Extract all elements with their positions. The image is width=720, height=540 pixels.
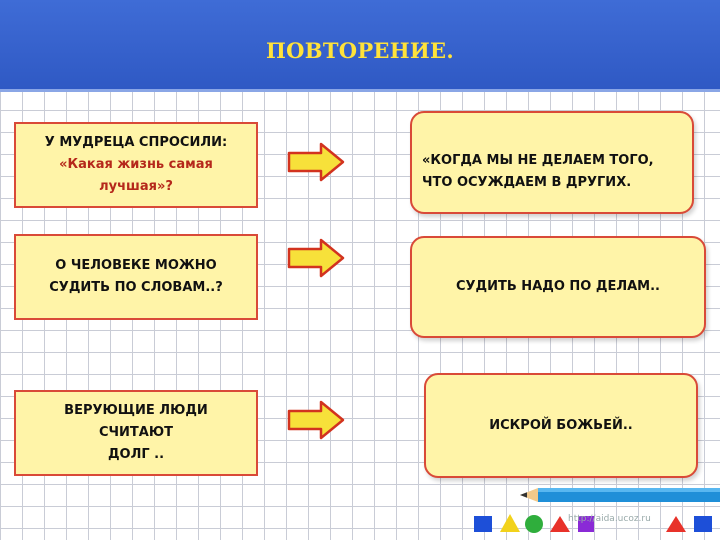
question-2-line-2: СУДИТЬ ПО СЛОВАМ..?	[49, 280, 223, 295]
question-3-line-1: ВЕРУЮЩИЕ ЛЮДИ СЧИТАЮТ	[64, 403, 208, 440]
question-1-line-3: лучшая»?	[99, 179, 173, 194]
page-title: ПОВТОРЕНИЕ.	[266, 38, 454, 63]
geometric-shapes-icon	[474, 514, 712, 533]
answer-box-2: СУДИТЬ НАДО ПО ДЕЛАМ..	[410, 236, 706, 338]
answer-box-1: «КОГДА МЫ НЕ ДЕЛАЕМ ТОГО, ЧТО ОСУЖДАЕМ В…	[410, 111, 694, 214]
question-box-1: У МУДРЕЦА СПРОСИЛИ: «Какая жизнь самая л…	[14, 122, 258, 208]
pencil-icon	[520, 488, 720, 502]
question-2-line-1: О ЧЕЛОВЕКЕ МОЖНО	[55, 258, 217, 273]
answer-2-line-1: СУДИТЬ НАДО ПО ДЕЛАМ..	[455, 279, 660, 294]
answer-box-3: ИСКРОЙ БОЖЬЕЙ..	[424, 373, 698, 478]
header-banner	[0, 0, 720, 92]
answer-3-line-1: ИСКРОЙ БОЖЬЕЙ..	[489, 417, 633, 433]
arrow-right-icon-3	[287, 400, 345, 440]
question-1-line-1: У МУДРЕЦА СПРОСИЛИ:	[44, 135, 228, 150]
question-1-line-2: «Какая жизнь самая	[59, 157, 213, 172]
watermark-text: http://aida.ucoz.ru	[568, 514, 651, 524]
answer-1-line-2: ЧТО ОСУЖДАЕМ В ДРУГИХ.	[422, 174, 632, 190]
arrow-right-icon-2	[287, 238, 345, 278]
answer-1-line-1: «КОГДА МЫ НЕ ДЕЛАЕМ ТОГО,	[422, 152, 654, 168]
question-box-2: О ЧЕЛОВЕКЕ МОЖНО СУДИТЬ ПО СЛОВАМ..?	[14, 234, 258, 320]
question-box-3: ВЕРУЮЩИЕ ЛЮДИ СЧИТАЮТ ДОЛГ ..	[14, 390, 258, 476]
arrow-right-icon-1	[287, 142, 345, 182]
question-3-line-2: ДОЛГ ..	[107, 447, 165, 462]
